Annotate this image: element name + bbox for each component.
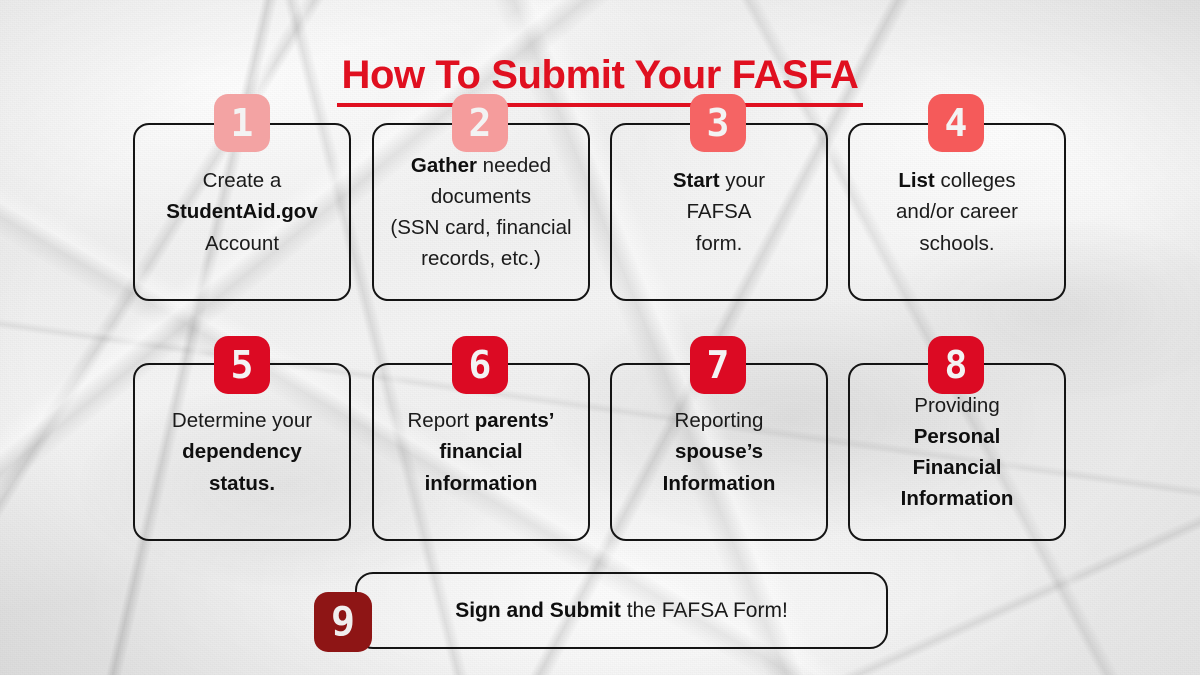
step-badge-7: 7 <box>690 336 746 394</box>
step-badge-5: 5 <box>214 336 270 394</box>
step-badge-4: 4 <box>928 94 984 152</box>
step-number-4: 4 <box>944 101 968 145</box>
step-badge-1: 1 <box>214 94 270 152</box>
step-badge-9: 9 <box>314 592 372 652</box>
step-number-1: 1 <box>230 101 254 145</box>
page-title: How To Submit Your FASFA <box>337 53 863 107</box>
step-number-6: 6 <box>468 343 492 387</box>
final-step-text: Sign and Submit the FAFSA Form! <box>455 598 788 622</box>
step-number-7: 7 <box>706 343 730 387</box>
step-badge-2: 2 <box>452 94 508 152</box>
step-number-8: 8 <box>944 343 968 387</box>
step-badge-3: 3 <box>690 94 746 152</box>
step-number-5: 5 <box>230 343 254 387</box>
step-number-2: 2 <box>468 101 492 145</box>
title-block: How To Submit Your FASFA <box>0 26 1200 134</box>
step-badge-6: 6 <box>452 336 508 394</box>
step-badge-8: 8 <box>928 336 984 394</box>
step-number-9: 9 <box>330 599 356 645</box>
step-number-3: 3 <box>706 101 730 145</box>
final-step-bar[interactable]: Sign and Submit the FAFSA Form! <box>355 572 888 649</box>
